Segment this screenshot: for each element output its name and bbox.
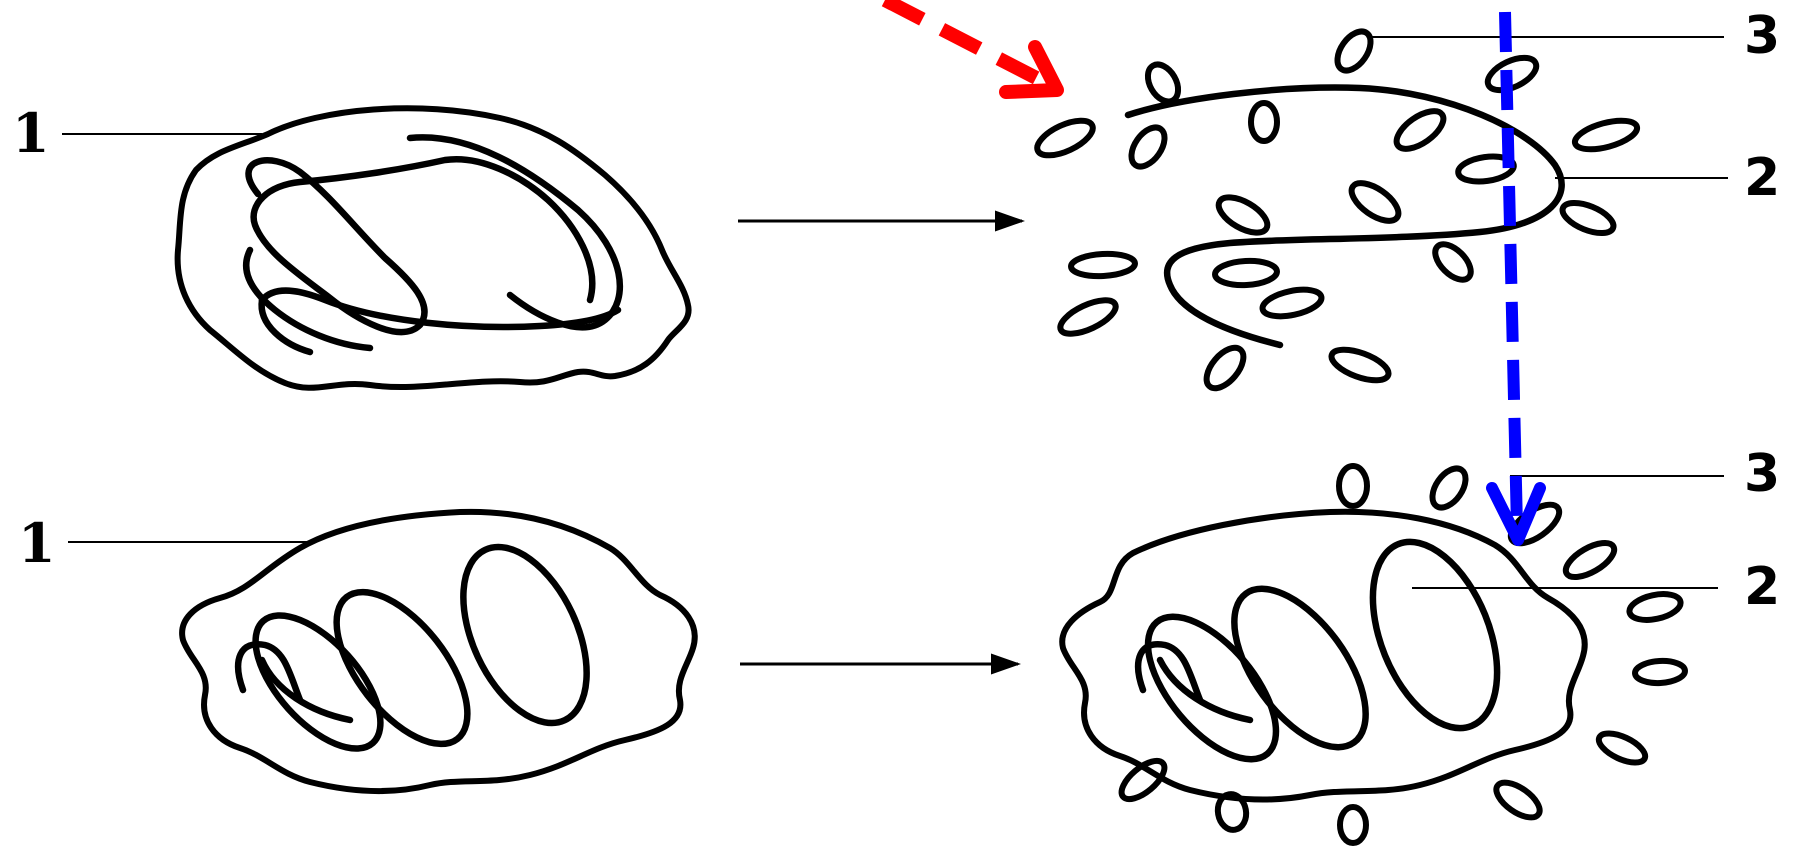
ribosome <box>1627 590 1683 624</box>
ribosome <box>1213 190 1273 240</box>
ribosome <box>1426 463 1473 514</box>
ribosome <box>1260 285 1324 321</box>
ribosome <box>1070 252 1135 277</box>
ribosome <box>1634 660 1685 685</box>
top-right-dna-strand <box>1128 88 1562 345</box>
ribosome <box>1340 807 1366 843</box>
ribosome <box>1345 176 1404 228</box>
label-3-bottom: 3 <box>1744 444 1780 504</box>
ribosome <box>1115 754 1170 806</box>
ribosome <box>1200 341 1251 394</box>
ribosome <box>1339 466 1367 506</box>
top-left-nucleoid <box>246 137 620 352</box>
ribosome <box>1328 343 1393 386</box>
ribosome <box>1429 238 1477 286</box>
label-1-bottom: 1 <box>18 511 56 575</box>
top-right-cell: 3 2 <box>1032 6 1780 395</box>
ribosome <box>1558 197 1617 239</box>
ribosome <box>1125 122 1172 173</box>
ribosome <box>1595 727 1650 768</box>
bottom-right-nucleoid <box>1125 524 1522 781</box>
bottom-left-cell: 1 <box>18 511 695 791</box>
bottom-right-cell: 3 2 <box>1062 444 1780 843</box>
ribosome <box>1142 59 1185 107</box>
label-2-top: 2 <box>1744 148 1780 208</box>
ribosome <box>1032 114 1097 163</box>
ribosome <box>1390 104 1449 156</box>
red-dashed-arrow <box>885 0 1057 92</box>
top-left-cell: 1 <box>12 101 689 388</box>
ribosome <box>1491 776 1546 824</box>
ribosome <box>1056 293 1121 340</box>
ribosome <box>1331 26 1378 77</box>
label-3-top: 3 <box>1744 6 1780 66</box>
ribosome <box>1561 536 1620 584</box>
red-dashed-arrow-shaft <box>885 0 1050 85</box>
bottom-left-nucleoid <box>233 528 611 770</box>
label-2-bottom: 2 <box>1744 557 1780 617</box>
ribosome <box>1572 115 1640 155</box>
ribosome <box>1251 103 1277 141</box>
ribosome <box>1214 259 1277 286</box>
label-1-top: 1 <box>12 101 50 165</box>
